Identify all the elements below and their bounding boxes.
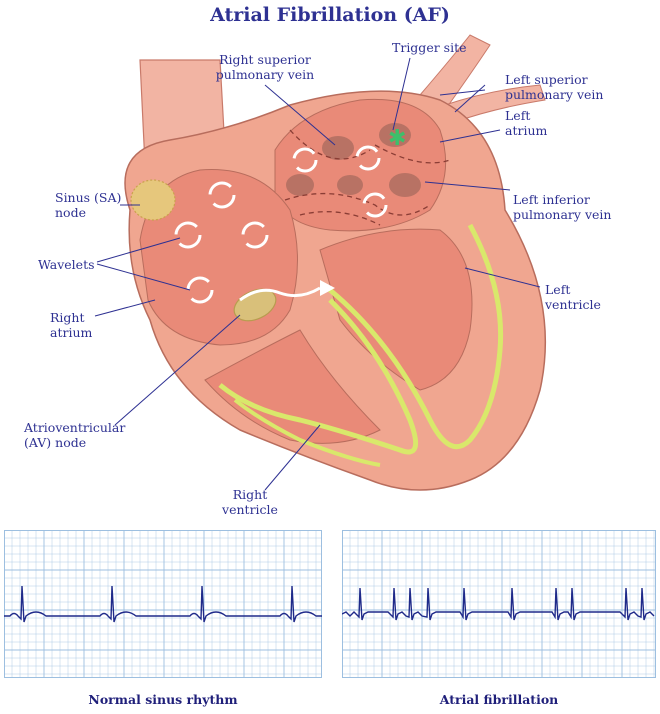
impulse-arrowhead	[320, 280, 335, 296]
dashed-line-lower	[284, 192, 431, 216]
left-ventricle-cavity	[319, 228, 473, 391]
label-line: (AV) node	[24, 435, 87, 450]
label-line: Left superior	[505, 72, 588, 87]
label-line: ventricle	[222, 502, 278, 517]
label-line: pulmonary vein	[215, 67, 315, 82]
pv-opening-center	[337, 175, 363, 195]
label-right-atrium: Right atrium	[50, 310, 92, 340]
label-sinus-node: Sinus (SA) node	[55, 190, 121, 220]
ecg-frame	[342, 530, 656, 678]
ecg-af-strip	[342, 530, 656, 678]
label-left-inferior-pv: Left inferior pulmonary vein	[513, 192, 611, 222]
ecg-af-caption: Atrial fibrillation	[439, 692, 559, 707]
wavelet-icons	[174, 145, 388, 304]
wavelet-icon	[292, 147, 318, 173]
ecg-af-trace	[342, 587, 655, 621]
page-title: Atrial Fibrillation (AF)	[210, 4, 450, 26]
label-line: atrium	[505, 123, 548, 138]
wavelet-icon	[174, 221, 202, 249]
pv-opening-rs	[322, 136, 354, 160]
label-line: ventricle	[545, 297, 601, 312]
label-line: Left	[505, 108, 531, 123]
wavelet-icon	[355, 145, 381, 171]
sinus-node	[130, 179, 176, 221]
conduction-pathway-left	[328, 223, 504, 450]
label-line: pulmonary vein	[513, 207, 612, 222]
impulse-arrow	[239, 286, 321, 302]
label-line: pulmonary vein	[505, 87, 604, 102]
ecg-normal-trace	[4, 585, 322, 623]
label-right-ventricle: Right ventricle	[215, 487, 285, 517]
pv-opening-ls	[379, 123, 411, 147]
label-line: Sinus (SA)	[55, 190, 122, 205]
pulmonary-vein-left-superior-vessel	[419, 34, 491, 111]
label-line: Atrioventricular	[24, 420, 126, 435]
label-right-superior-pv: Right superior pulmonary vein	[200, 52, 330, 82]
label-line: node	[55, 205, 86, 220]
conduction-pathway-right	[218, 298, 419, 455]
wavelet-icon	[186, 276, 214, 304]
label-wavelets-text: Wavelets	[38, 257, 95, 272]
dashed-line-upper	[289, 129, 371, 160]
label-line: Left inferior	[513, 192, 590, 207]
wavelet-icon	[241, 221, 269, 249]
conduction-pathway-lower	[233, 398, 381, 467]
leader-lines	[94, 57, 541, 491]
pulmonary-vein-upper-vessel	[444, 84, 546, 123]
label-line: Right superior	[219, 52, 311, 67]
dashed-line-right	[374, 144, 451, 164]
label-left-atrium: Left atrium	[505, 108, 547, 138]
pv-opening-li	[389, 173, 421, 197]
label-line: Left	[545, 282, 571, 297]
wavelet-icon	[362, 192, 388, 218]
label-line: Right	[50, 310, 85, 325]
ecg-frame	[4, 530, 322, 678]
right-ventricle-cavity	[204, 329, 381, 444]
label-left-superior-pv: Left superior pulmonary vein	[505, 72, 603, 102]
pv-opening-ri	[286, 174, 314, 196]
trigger-site-icon: ✱	[388, 126, 406, 151]
ecg-normal-strip	[4, 530, 322, 678]
dashed-line-bottom	[299, 211, 381, 226]
label-wavelets: Wavelets	[38, 257, 95, 272]
label-trigger-site-text: Trigger site	[392, 40, 467, 55]
label-trigger-site: Trigger site	[392, 40, 467, 55]
label-left-ventricle: Left ventricle	[545, 282, 601, 312]
label-av-node: Atrioventricular (AV) node	[24, 420, 125, 450]
wavelet-icon	[208, 181, 236, 209]
label-line: Right	[232, 487, 268, 502]
label-line: atrium	[50, 325, 93, 340]
ecg-normal-caption: Normal sinus rhythm	[88, 692, 238, 707]
